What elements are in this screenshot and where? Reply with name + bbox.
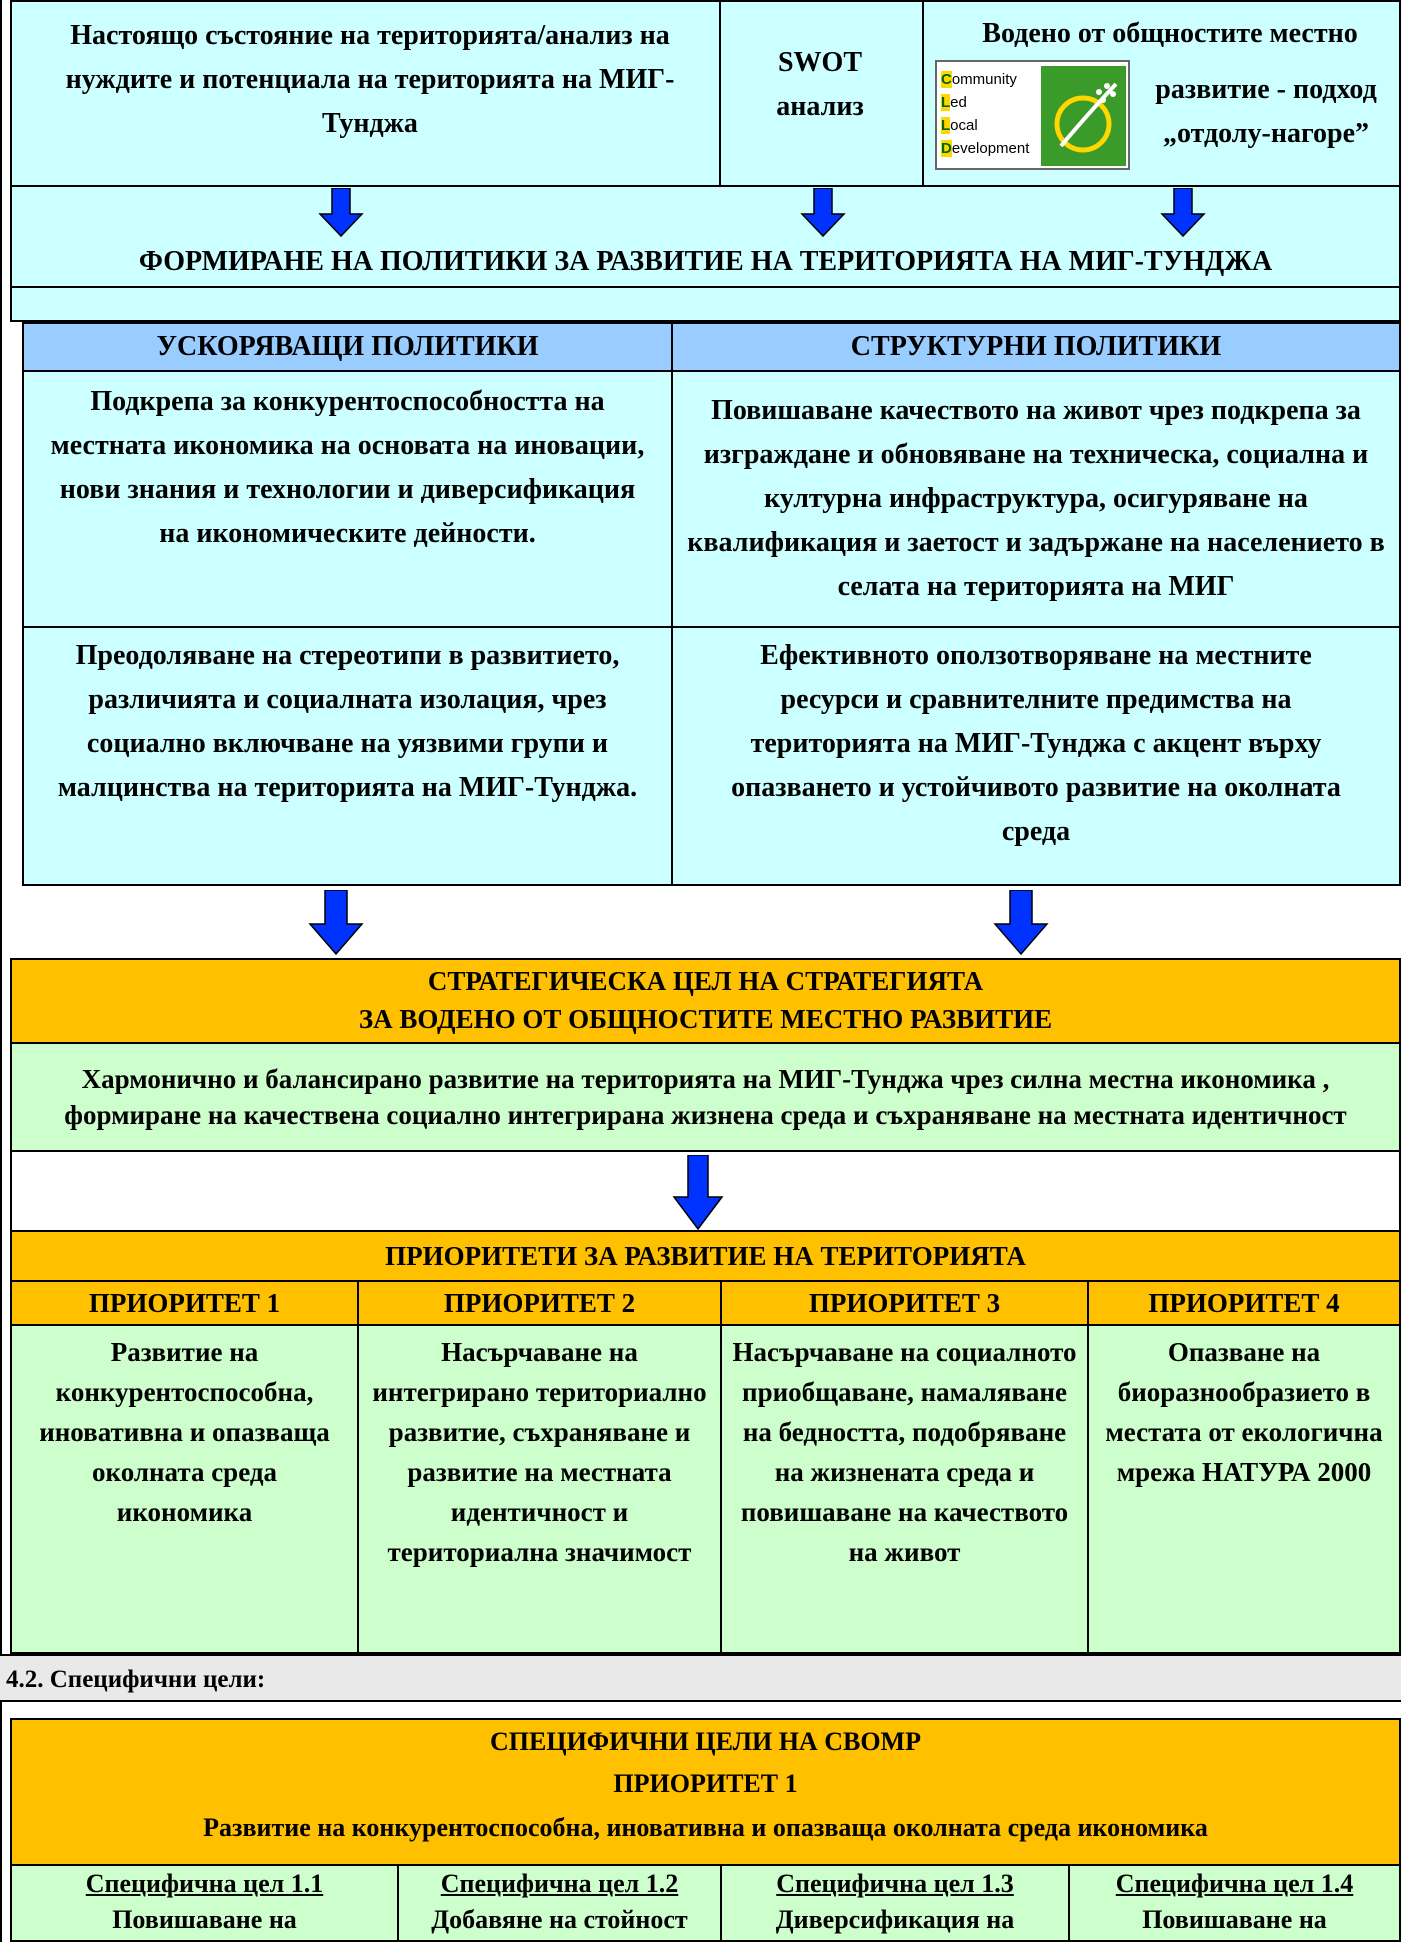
specific-goal-1: Специфична цел 1.1 Повишаване на — [10, 1864, 399, 1942]
leader-emblem-icon — [1041, 66, 1126, 166]
priority-4-label: ПРИОРИТЕТ 4 — [1087, 1280, 1401, 1326]
acc-policy-1: Подкрепа за конкурентоспособността на ме… — [22, 370, 673, 628]
priority-1-text: Развитие на конкурентоспособна, иноватив… — [10, 1324, 359, 1654]
divider-2 — [922, 0, 924, 187]
clld-logo-text: Community Led Local Development — [941, 68, 1041, 168]
outer-frame-left — [0, 0, 2, 1942]
specific-goal-4-text: Повишаване на — [1142, 1905, 1327, 1934]
specific-priority-label: ПРИОРИТЕТ 1 — [613, 1769, 798, 1798]
acc-policy-2: Преодоляване на стереотипи в развитието,… — [22, 626, 673, 886]
priority-2-label: ПРИОРИТЕТ 2 — [357, 1280, 722, 1326]
priority-3-label: ПРИОРИТЕТ 3 — [720, 1280, 1089, 1326]
priority-2-text: Насърчаване на интегрирано териториално … — [357, 1324, 722, 1654]
divider-1 — [719, 0, 721, 187]
clld-line-led: Led — [941, 94, 967, 111]
specific-goal-2: Специфична цел 1.2 Добавяне на стойност — [397, 1864, 722, 1942]
specific-title: СПЕЦИФИЧНИ ЦЕЛИ НА СВОМР — [490, 1727, 921, 1756]
strategic-title-1: СТРАТЕГИЧЕСКА ЦЕЛ НА СТРАТЕГИЯТА — [427, 966, 984, 996]
structural-header: СТРУКТУРНИ ПОЛИТИКИ — [671, 322, 1401, 372]
top-row — [10, 0, 1401, 187]
arrow-down-icon — [1160, 188, 1206, 238]
swot-cell: SWOT анализ — [776, 47, 864, 122]
priority-4-text: Опазване на биоразнообразието в местата … — [1087, 1324, 1401, 1654]
specific-goal-3-text: Диверсификация на — [775, 1905, 1015, 1934]
strategic-title-box — [10, 958, 1401, 1044]
specific-goal-2-label: Специфична цел 1.2 — [440, 1869, 679, 1898]
policies-spacer — [10, 286, 1401, 322]
specific-goal-1-label: Специфична цел 1.1 — [85, 1869, 324, 1898]
arrow-down-icon — [318, 188, 364, 238]
strategic-title-2: ЗА ВОДЕНО ОТ ОБЩНОСТИТЕ МЕСТНО РАЗВИТИЕ — [358, 1004, 1053, 1034]
accelerating-header: УСКОРЯВАЩИ ПОЛИТИКИ — [22, 322, 673, 372]
section-heading: 4.2. Специфични цели: — [6, 1666, 266, 1693]
specific-priority-text: Развитие на конкурентоспособна, иноватив… — [203, 1813, 1208, 1842]
clld-line-community: Community — [941, 71, 1017, 88]
specific-goal-2-text: Добавяне на стойност — [431, 1905, 688, 1934]
specific-title-box — [10, 1718, 1401, 1868]
arrow-down-icon — [800, 188, 846, 238]
specific-goal-4: Специфична цел 1.4 Повишаване на — [1068, 1864, 1401, 1942]
analysis-cell: Настоящо състояние на територията/анализ… — [65, 20, 675, 139]
clld-line-local: Local — [941, 117, 978, 134]
specific-goal-4-label: Специфична цел 1.4 — [1115, 1869, 1354, 1898]
str-policy-2: Ефективното оползотворяване на местните … — [671, 626, 1401, 886]
section-heading-bar — [0, 1654, 1401, 1702]
strategic-text: Хармонично и балансирано развитие на тер… — [10, 1042, 1401, 1152]
specific-goal-3-label: Специфична цел 1.3 — [776, 1869, 1014, 1898]
arrow-down-icon — [993, 890, 1049, 956]
priorities-title: ПРИОРИТЕТИ ЗА РАЗВИТИЕ НА ТЕРИТОРИЯТА — [10, 1230, 1401, 1282]
specific-goal-1-text: Повишаване на — [112, 1905, 297, 1934]
priority-3-text: Насърчаване на социалното приобщаване, н… — [720, 1324, 1089, 1654]
str-policy-1: Повишаване качеството на живот чрез подк… — [671, 370, 1401, 628]
clld-logo: Community Led Local Development — [935, 60, 1130, 170]
priority-1-label: ПРИОРИТЕТ 1 — [10, 1280, 359, 1326]
specific-goal-3: Специфична цел 1.3 Диверсификация на — [720, 1864, 1070, 1942]
arrow-down-icon — [308, 890, 364, 956]
clld-line-development: Development — [941, 140, 1030, 157]
policies-title: ФОРМИРАНЕ НА ПОЛИТИКИ ЗА РАЗВИТИЕ НА ТЕР… — [138, 246, 1273, 277]
clld-text-2: развитие - подход „отдолу-нагоре” — [1155, 74, 1377, 149]
arrow-down-icon — [672, 1155, 724, 1231]
clld-text-1: Водено от общностите местно — [982, 18, 1358, 49]
